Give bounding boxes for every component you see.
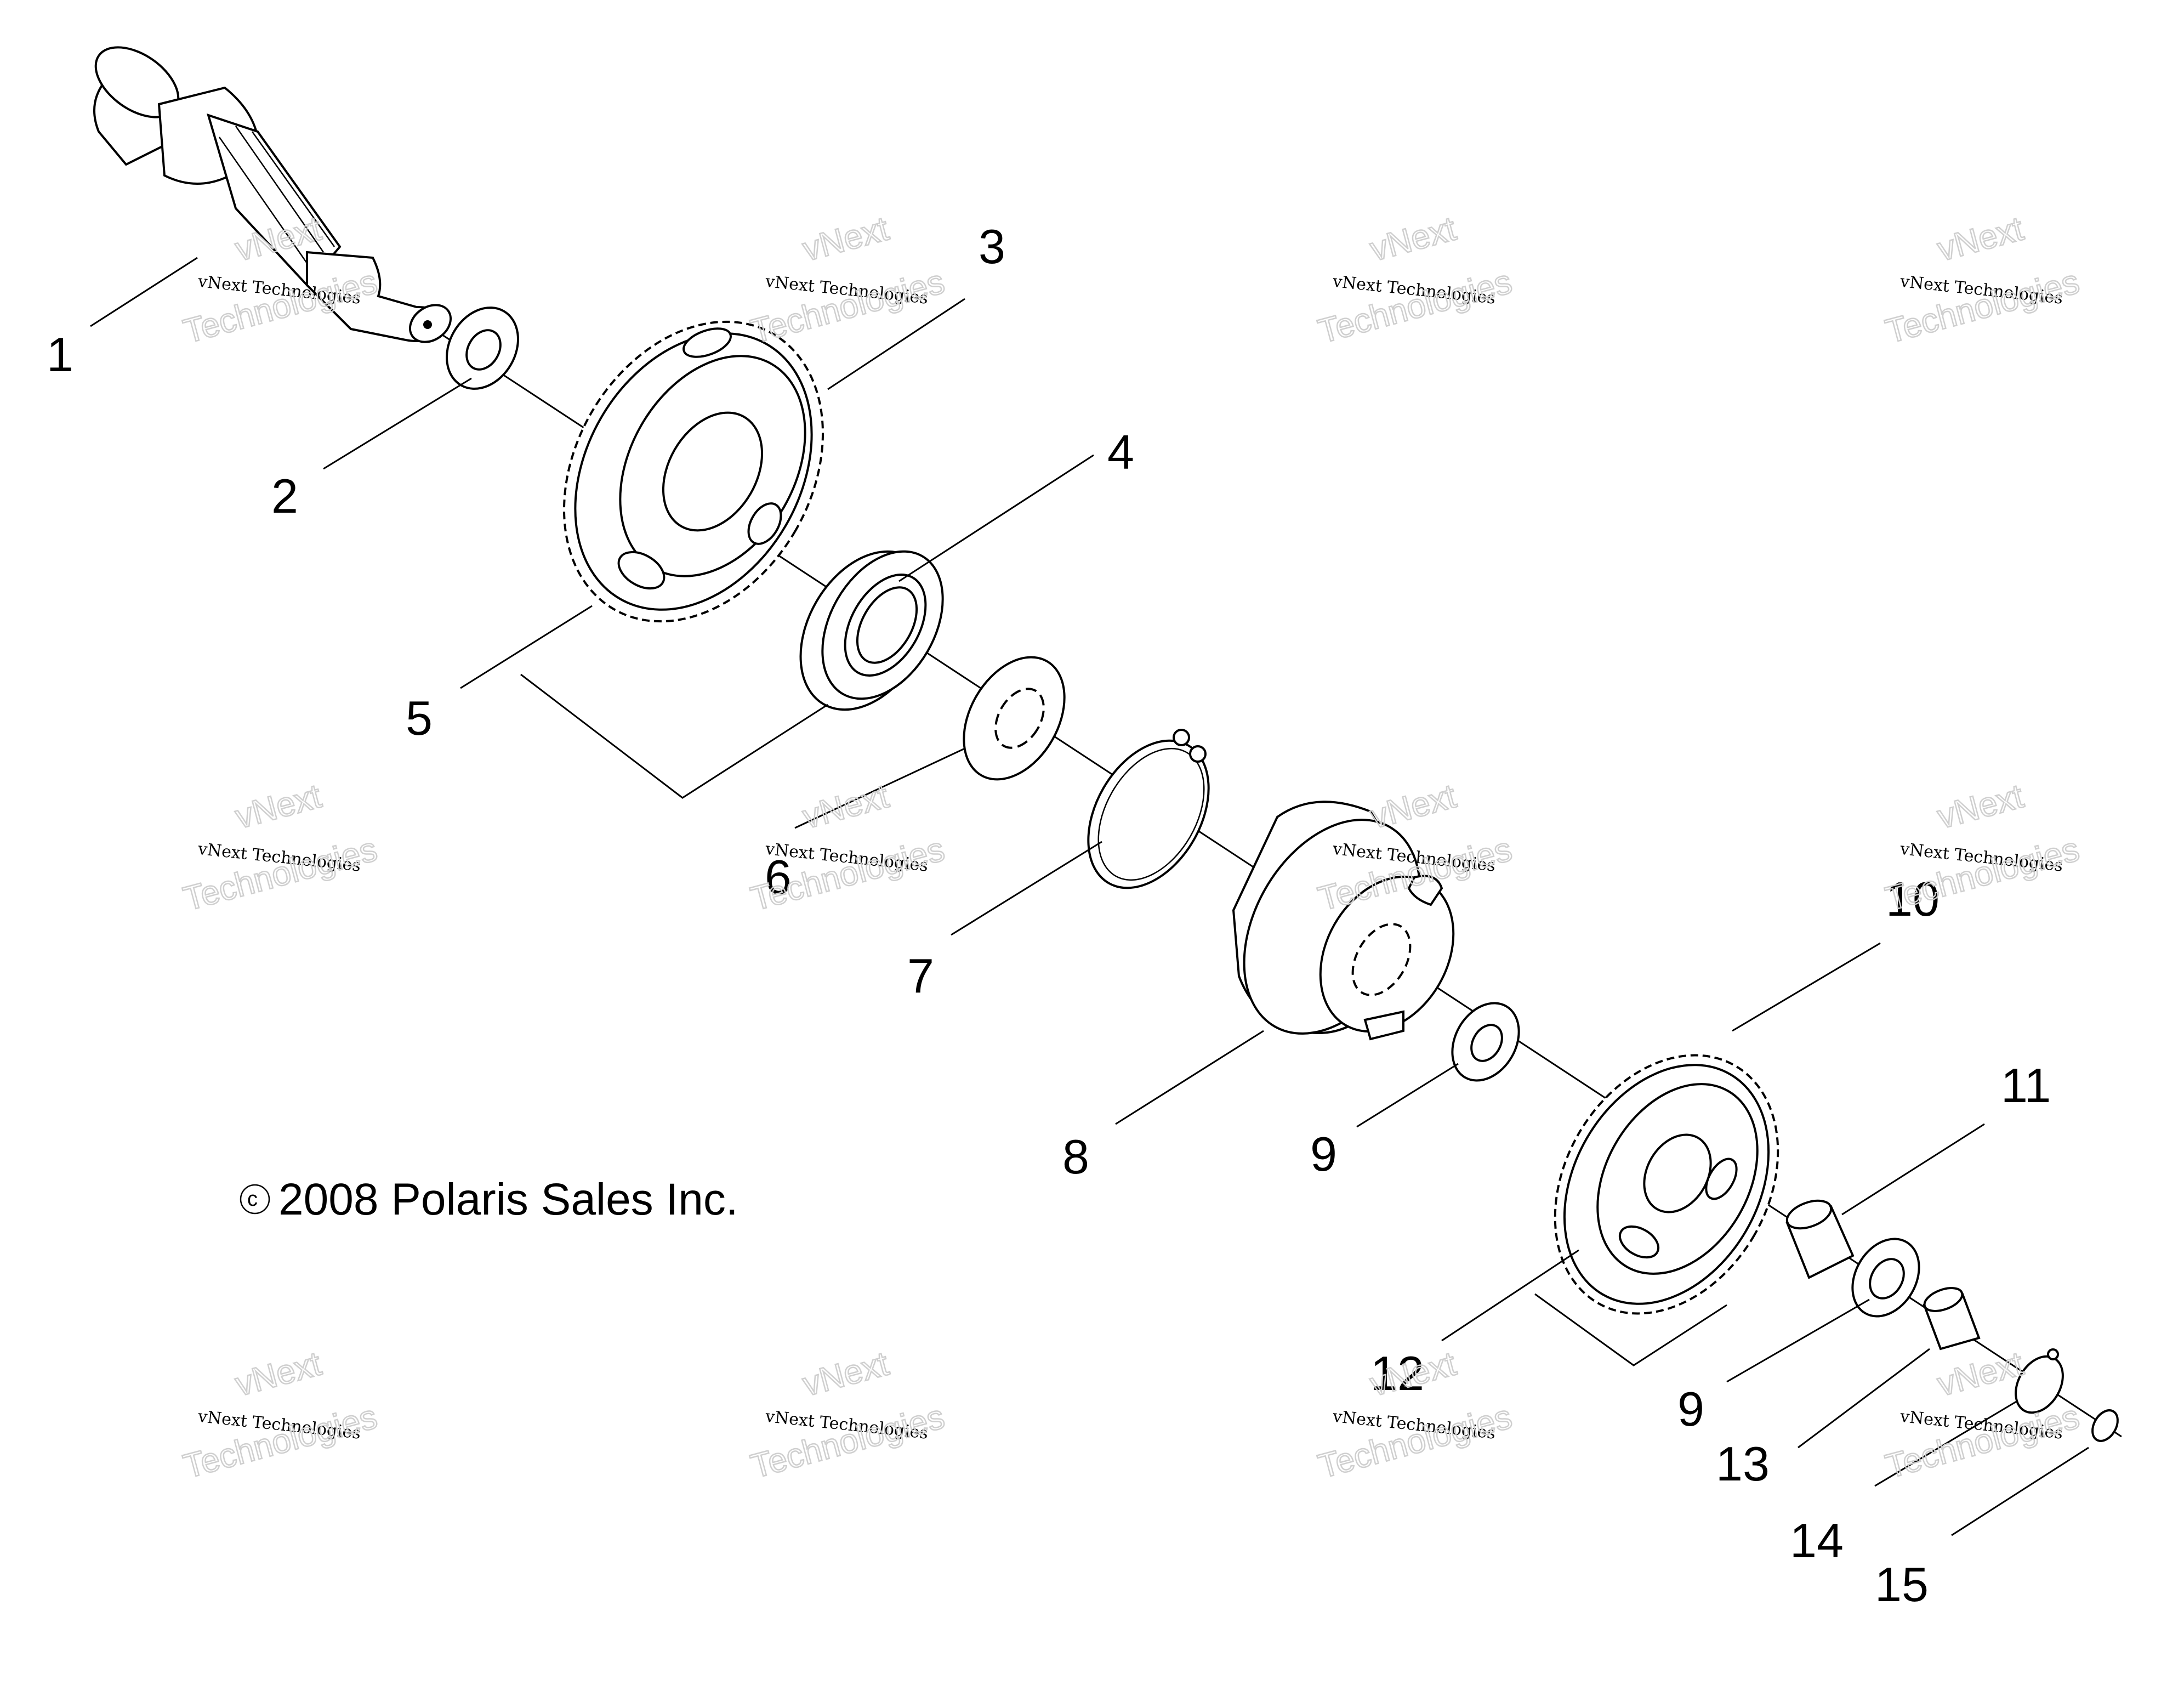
part-13-sleeve	[1923, 1287, 1981, 1351]
watermark-vnext: vNext	[1366, 209, 1460, 269]
part-9-washer-upper	[1451, 1002, 1520, 1082]
watermark-vnext: vNext	[1933, 209, 2027, 269]
part-10-second-gear	[1554, 1054, 1779, 1315]
callout-4: 4	[1107, 425, 1134, 479]
leader-lines	[90, 257, 2089, 1536]
copyright-symbol: c	[247, 1188, 258, 1211]
part-2-washer	[446, 307, 519, 390]
part-7-circlip	[1087, 729, 1210, 889]
watermark-vnext: vNext	[1933, 1344, 2027, 1404]
copyright-text: 2008 Polaris Sales Inc.	[278, 1175, 738, 1224]
part-14-circlip	[2015, 1348, 2064, 1414]
callout-3: 3	[979, 219, 1005, 274]
part-1-shaft	[93, 46, 452, 343]
callout-6: 6	[765, 850, 792, 904]
callout-1: 1	[47, 327, 73, 382]
copyright-icon	[240, 1184, 270, 1215]
callout-7: 7	[907, 949, 934, 1003]
part-6-lock-washer	[963, 656, 1066, 781]
callout-14: 14	[1790, 1513, 1844, 1568]
callout-10: 10	[1886, 872, 1940, 926]
part-3-large-gear	[563, 320, 824, 623]
callout-8: 8	[1062, 1130, 1089, 1184]
callout-11: 11	[2001, 1058, 2051, 1113]
watermark-vnext: vNext	[231, 1344, 325, 1404]
part-9-washer-lower	[1851, 1238, 1920, 1318]
callout-13: 13	[1716, 1437, 1770, 1491]
copyright-notice: c 2008 Polaris Sales Inc.	[240, 1175, 738, 1224]
part-8-clutch-hub	[1232, 801, 1455, 1041]
watermark-vnext: vNext	[1933, 777, 2027, 836]
callout-15: 15	[1875, 1557, 1929, 1612]
part-11-bushing	[1785, 1199, 1855, 1279]
callout-12: 12	[1370, 1346, 1424, 1400]
callout-9-lower: 9	[1677, 1382, 1704, 1436]
callout-9-upper: 9	[1310, 1127, 1337, 1181]
part-4-bearing	[799, 550, 944, 711]
callout-numbers: 1 2 3 4 5 6 7 8 9 10 11 9 12 13 14 15	[47, 219, 2051, 1612]
callout-5: 5	[406, 691, 433, 745]
watermark-vnext: vNext	[231, 777, 325, 836]
watermark-vnext: vNext	[1366, 777, 1460, 836]
watermark-vnext: vNext	[799, 1344, 892, 1404]
watermark-vnext: vNext	[799, 777, 892, 836]
part-15-ring	[2091, 1409, 2119, 1442]
callout-2: 2	[271, 469, 298, 523]
watermark-vnext: vNext	[799, 209, 892, 269]
